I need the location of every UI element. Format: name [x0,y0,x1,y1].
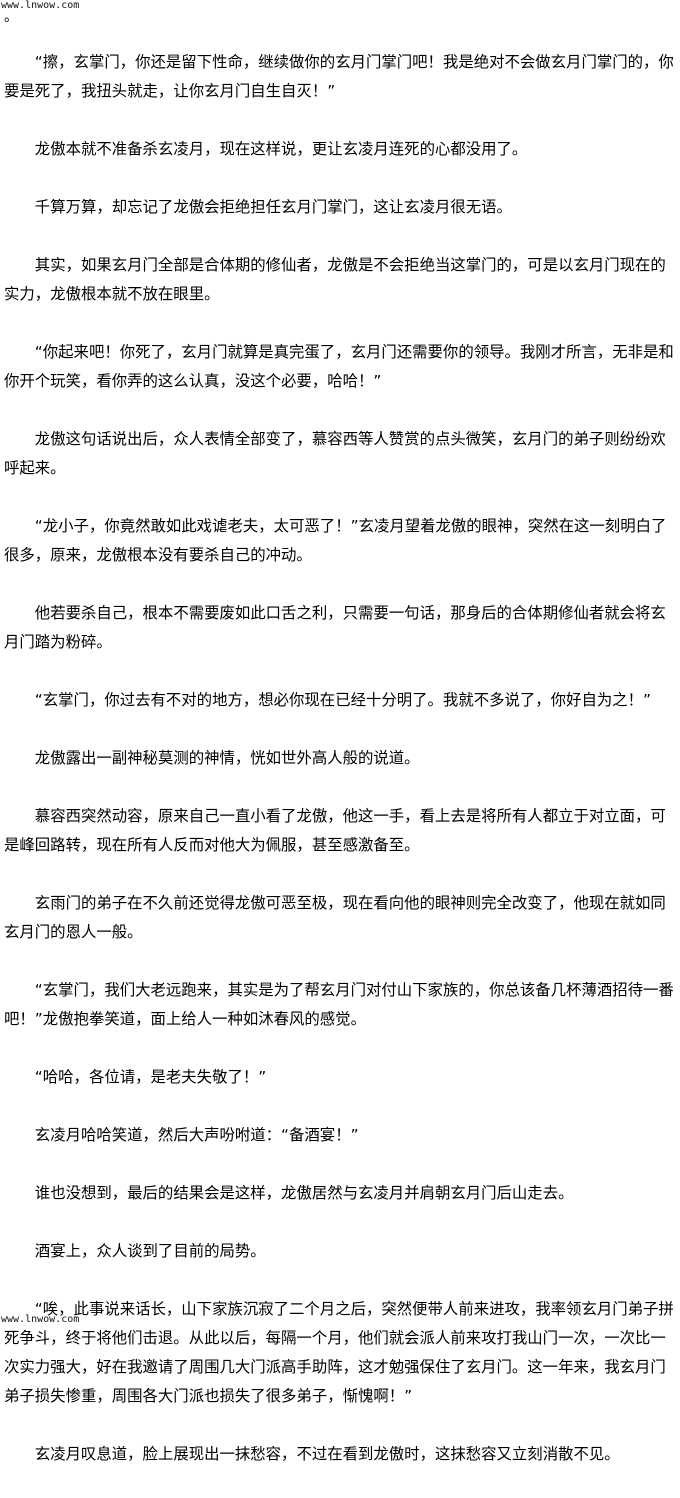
paragraph-13: “玄掌门，我们大老远跑来，其实是为了帮玄月门对付山下家族的，你总该备几杯薄酒招待… [4,981,674,1028]
watermark-bottom: www.lnwow.com [1,1314,80,1325]
paragraph-19: 玄凌月叹息道，脸上展现出一抹愁容，不过在看到龙傲时，这抹愁容又立刻消散不见。 [34,1445,620,1463]
paragraph-12: 玄雨门的弟子在不久前还觉得龙傲可恶至极，现在看向他的眼神则完全改变了，他现在就如… [4,894,666,941]
leading-punctuation: 。 [4,9,18,25]
paragraph-16: 谁也没想到，最后的结果会是这样，龙傲居然与玄凌月并肩朝玄月门后山走去。 [34,1184,574,1202]
paragraph-10: 龙傲露出一副神秘莫测的神情，恍如世外高人般的说道。 [34,749,420,767]
paragraph-18: “唉，此事说来话长，山下家族沉寂了二个月之后，突然便带人前来进攻，我率领玄月门弟… [4,1300,674,1405]
paragraph-15: 玄凌月哈哈笑道，然后大声吩咐道：“备酒宴！” [34,1126,359,1144]
paragraph-17: 酒宴上，众人谈到了目前的局势。 [34,1242,266,1260]
paragraph-1: “擦，玄掌门，你还是留下性命，继续做你的玄月门掌门吧！我是绝对不会做玄月门掌门的… [4,53,674,100]
paragraph-3: 千算万算，却忘记了龙傲会拒绝担任玄月门掌门，这让玄凌月很无语。 [34,198,512,216]
paragraph-6: 龙傲这句话说出后，众人表情全部变了，慕容西等人赞赏的点头微笑，玄月门的弟子则纷纷… [4,430,666,477]
paragraph-11: 慕容西突然动容，原来自己一直小看了龙傲，他这一手，看上去是将所有人都立于对立面，… [4,807,666,854]
watermark-top: www.lnwow.com [1,0,80,11]
paragraph-8: 他若要杀自己，根本不需要废如此口舌之利，只需要一句话，那身后的合体期修仙者就会将… [4,604,666,651]
paragraph-14: “哈哈，各位请，是老夫失敬了！” [34,1068,267,1086]
paragraph-7: “龙小子，你竟然敢如此戏谑老夫，太可恶了！”玄凌月望着龙傲的眼神，突然在这一刻明… [4,517,667,564]
paragraph-2: 龙傲本就不准备杀玄凌月，现在这样说，更让玄凌月连死的心都没用了。 [34,140,528,158]
paragraph-9: “玄掌门，你过去有不对的地方，想必你现在已经十分明了。我就不多说了，你好自为之！… [34,691,651,709]
article-body: “擦，玄掌门，你还是留下性命，继续做你的玄月门掌门吧！我是绝对不会做玄月门掌门的… [4,48,676,1498]
paragraph-4: 其实，如果玄月门全部是合体期的修仙者，龙傲是不会拒绝当这掌门的，可是以玄月门现在… [4,256,666,303]
paragraph-5: “你起来吧！你死了，玄月门就算是真完蛋了，玄月门还需要你的领导。我刚才所言，无非… [4,343,674,390]
